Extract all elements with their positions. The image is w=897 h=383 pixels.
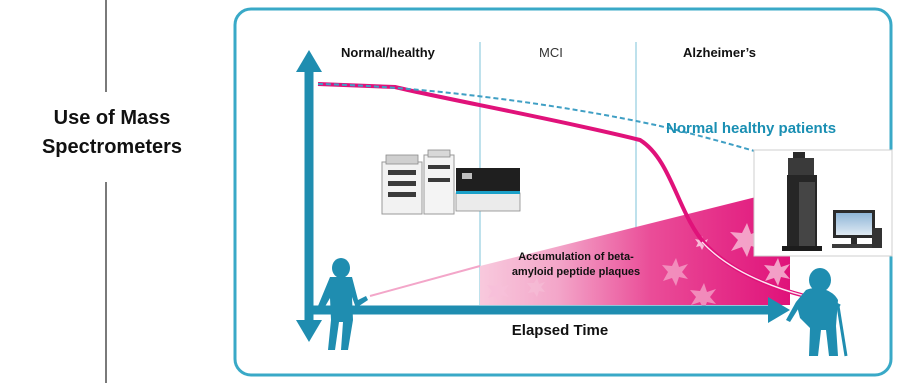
y-axis-arrowhead-top — [296, 50, 322, 72]
plaque-region — [480, 196, 790, 305]
young-person-icon — [318, 258, 368, 350]
x-axis-label: Elapsed Time — [511, 322, 609, 339]
plaque-trend-line — [369, 265, 481, 297]
y-axis-arrowhead-bottom — [296, 320, 322, 342]
plaque-accumulation-label: Accumulation of beta- amyloid peptide pl… — [498, 250, 654, 280]
plaque-label-line2: amyloid peptide plaques — [511, 266, 641, 278]
phase-label-normal: Normal/healthy — [341, 45, 435, 60]
elderly-person-with-cane-icon — [786, 268, 848, 357]
phase-label-mci: MCI — [539, 45, 563, 60]
lc-ms-instrument-icon — [381, 149, 521, 215]
plaque-starbursts — [487, 223, 790, 310]
plaque-label-line1: Accumulation of beta- — [518, 251, 634, 263]
side-title: Use of Mass Spectrometers — [14, 104, 210, 162]
normal-healthy-curve-label: Normal healthy patients — [666, 120, 837, 137]
cognitive-decline-curve-highlight — [701, 241, 806, 297]
side-title-line2: Spectrometers — [41, 136, 183, 158]
x-axis-arrowhead — [768, 297, 790, 323]
mass-spectrometer-icon — [753, 149, 893, 257]
side-title-line1: Use of Mass — [53, 107, 171, 129]
phase-label-alzheimers: Alzheimer’s — [683, 45, 756, 60]
